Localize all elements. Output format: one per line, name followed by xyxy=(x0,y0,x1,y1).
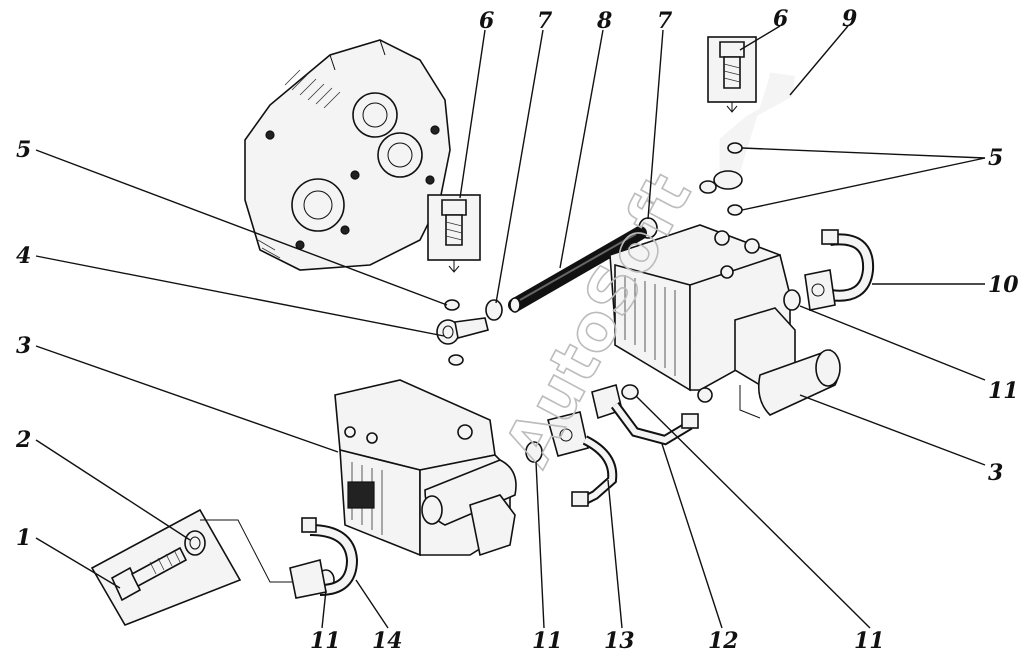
callout-13: 13 xyxy=(604,628,635,654)
banjo-fitting-4 xyxy=(436,317,489,345)
callout-10: 10 xyxy=(988,272,1019,298)
callout-11-middle: 11 xyxy=(532,628,563,654)
callout-6-left: 6 xyxy=(479,8,494,34)
hydraulic-distributor-right xyxy=(609,224,841,419)
callout-11-left: 11 xyxy=(310,628,341,654)
callout-11-right: 11 xyxy=(988,378,1019,404)
pipe-14 xyxy=(289,517,359,599)
callout-labels: 1 2 3 3 4 5 5 6 6 7 7 8 9 10 11 11 11 11… xyxy=(15,6,1019,654)
pipe-10 xyxy=(804,229,875,311)
callout-6-right: 6 xyxy=(773,6,788,32)
callout-2: 2 xyxy=(15,427,31,453)
callout-9: 9 xyxy=(842,6,857,32)
oil-tube-9 xyxy=(699,72,795,194)
callout-12: 12 xyxy=(708,628,739,654)
banjo-bolt-detail-right xyxy=(707,36,757,113)
sealing-washers-5 xyxy=(444,142,743,366)
callout-1: 1 xyxy=(16,525,31,551)
callout-5-left: 5 xyxy=(16,137,31,163)
callout-3-right: 3 xyxy=(988,460,1003,486)
bolt-and-washer-detail xyxy=(90,508,292,626)
leader-lines xyxy=(35,25,986,629)
pipe-12 xyxy=(591,383,699,446)
pipe-13 xyxy=(547,411,618,507)
hydraulic-distributor-left xyxy=(334,379,517,557)
callout-5-right: 5 xyxy=(988,145,1003,171)
shaft-8 xyxy=(508,226,647,313)
banjo-bolt-detail-left xyxy=(427,194,481,273)
callout-7-left: 7 xyxy=(537,8,553,34)
callout-7-right: 7 xyxy=(657,8,673,34)
callout-8: 8 xyxy=(596,8,612,34)
callout-3-left: 3 xyxy=(16,333,31,359)
o-rings-11 xyxy=(317,289,801,591)
gearbox-housing xyxy=(244,39,451,271)
callout-14: 14 xyxy=(372,628,403,654)
callout-11-bottom-right: 11 xyxy=(854,628,885,654)
callout-4: 4 xyxy=(16,243,31,269)
